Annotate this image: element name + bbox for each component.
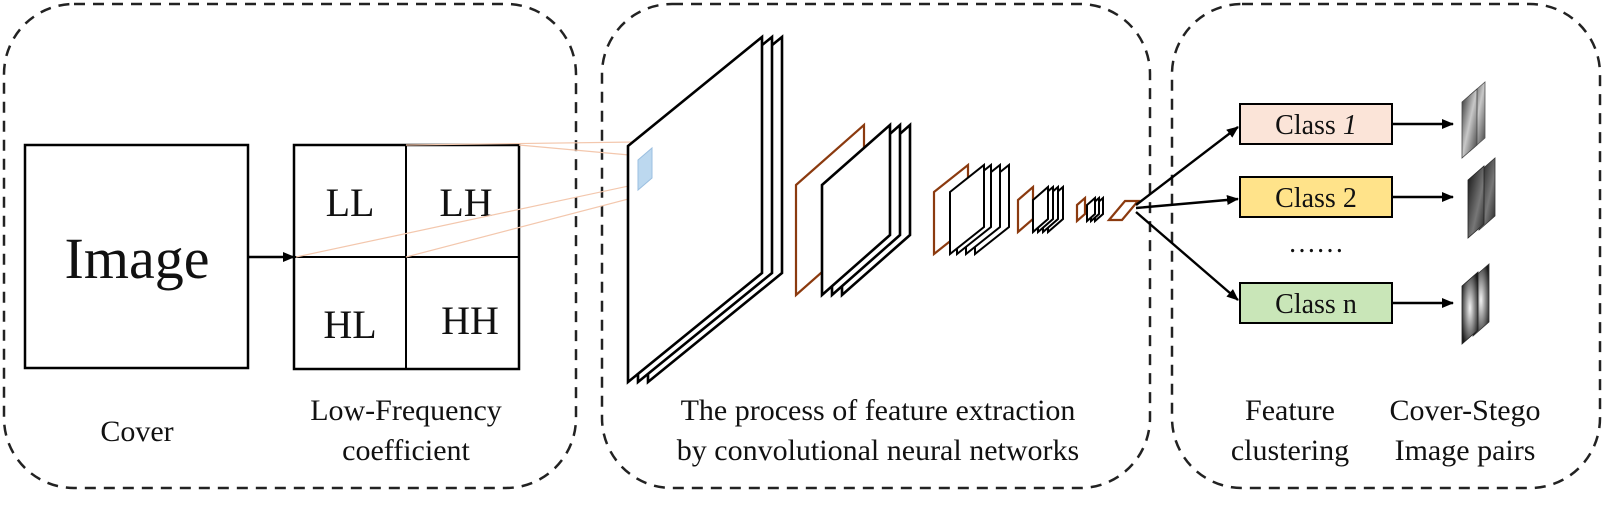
arrow-to-class-1 [1135, 126, 1239, 206]
cnn-output-vector [1106, 199, 1141, 222]
cnn-layer-2 [794, 122, 912, 298]
class-1-box [1239, 103, 1393, 145]
class-2-label: Class 2 [1275, 183, 1357, 214]
projection-lines [295, 141, 641, 258]
conv-kernel-highlight [637, 146, 653, 192]
caption-feature-line2: clustering [1231, 434, 1349, 467]
class-2-box [1239, 176, 1393, 218]
cnn-layer-4 [1016, 184, 1064, 235]
arrow-to-class-n [1135, 211, 1239, 301]
image-pair-thumbnail-3 [1461, 263, 1490, 345]
caption-pairs-line2: Image pairs [1395, 434, 1536, 467]
cnn-layer-1 [626, 34, 784, 385]
class-ellipsis: …… [1288, 228, 1344, 259]
subband-hl: HL [323, 302, 376, 347]
cnn-layer-5 [1075, 195, 1104, 224]
caption-cnn-line1: The process of feature extraction [681, 394, 1076, 427]
subband-ll: LL [326, 180, 375, 225]
image-pair-thumbnail-1 [1461, 81, 1486, 159]
panel-cover [2, 2, 578, 490]
panel-clustering [1170, 2, 1602, 490]
arrow-to-class-2 [1135, 194, 1239, 210]
caption-cover: Cover [100, 415, 173, 448]
cnn-layer-3 [932, 162, 1010, 257]
class-n-label: Class n [1275, 289, 1357, 320]
caption-feature-line1: Feature [1245, 394, 1335, 427]
class-1-label: Class 1 [1275, 110, 1357, 141]
caption-pairs-line1: Cover-Stego [1389, 394, 1540, 427]
image-pair-thumbnail-2 [1467, 157, 1496, 239]
caption-cnn-line2: by convolutional neural networks [677, 434, 1079, 467]
image-label: Image [65, 226, 210, 291]
image-box [23, 143, 250, 370]
caption-lowfreq-line2: coefficient [342, 434, 470, 467]
subband-hh: HH [441, 298, 499, 343]
caption-lowfreq-line1: Low-Frequency [310, 394, 502, 427]
panel-feature-extraction [600, 2, 1152, 490]
subband-lh: LH [439, 180, 492, 225]
